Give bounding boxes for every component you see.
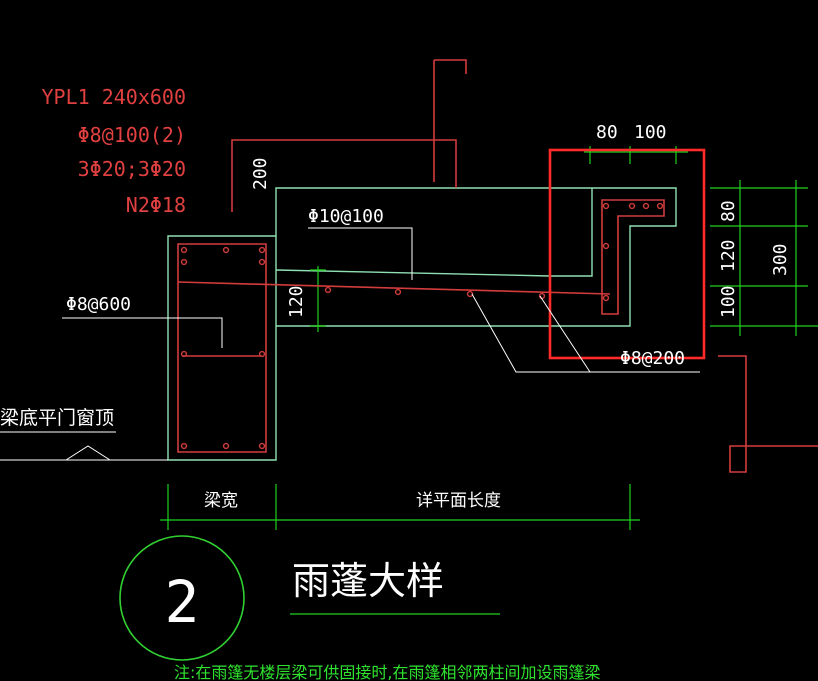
top-dim-line [584, 146, 688, 164]
edge-upstand-outline [550, 187, 677, 327]
beam-label-1: YPL1 240x600 [42, 85, 187, 109]
upturn-outline [275, 187, 592, 236]
leader-lines [0, 227, 700, 461]
rebar-group [177, 59, 818, 473]
leader-dist-1 [471, 293, 700, 373]
top-dim-100: 100 [634, 122, 667, 143]
rebar-dot [602, 202, 610, 210]
dimension-lines [160, 146, 818, 615]
labels: YPL1 240x600 Φ8@100(2) 3Φ20;3Φ20 N2Φ18 2… [0, 85, 791, 681]
leader-dist-2 [539, 295, 591, 373]
edge-bar [601, 199, 665, 315]
right-dim-300: 300 [770, 243, 791, 276]
right-dim-100: 100 [718, 285, 739, 318]
slab-top-rebar-label: Φ10@100 [308, 206, 384, 227]
rebar-dot [466, 290, 474, 298]
slab-dim-text: 120 [286, 285, 307, 318]
rebar-dots [180, 202, 664, 450]
footnote: 注:在雨篷无楼层梁可供固接时,在雨篷相邻两柱间加设雨篷梁 [174, 663, 600, 681]
beam-label-2: Φ8@100(2) [78, 123, 186, 147]
beam-label-4: N2Φ18 [126, 193, 186, 217]
rebar-dot [642, 202, 650, 210]
plan-length-label: 详平面长度 [416, 491, 501, 511]
rebar-dot [180, 246, 188, 254]
detail-number: 2 [165, 568, 200, 636]
rebar-dot [222, 246, 230, 254]
rebar-dot [180, 258, 188, 266]
rebar-dot [180, 442, 188, 450]
detail-title: 雨蓬大样 [292, 559, 444, 603]
rebar-dot [628, 202, 636, 210]
level-line [0, 431, 168, 461]
slab-dim-line [310, 266, 326, 332]
concrete-outline [167, 187, 677, 461]
right-dim-80: 80 [718, 200, 739, 222]
slab-dist-rebar-label: Φ8@200 [620, 348, 685, 369]
leader-slab-top [308, 227, 413, 280]
rebar-dot [258, 442, 266, 450]
rebar-dot [656, 202, 664, 210]
detail-circle [119, 535, 245, 661]
upturn-dim-text: 200 [250, 157, 271, 190]
rebar-dot [180, 350, 188, 358]
rebar-dot [394, 288, 402, 296]
slab-outline [275, 269, 551, 277]
beam-waist-rebar-label: Φ8@600 [66, 294, 131, 315]
top-hook-bar [433, 59, 467, 182]
right-dim-120: 120 [718, 239, 739, 272]
upturn-bar [231, 139, 457, 212]
leader-beam-waist [62, 317, 223, 348]
top-dim-80: 80 [596, 122, 618, 143]
rebar-dot [258, 258, 266, 266]
level-label: 梁底平门窗顶 [0, 407, 114, 429]
bottom-dim-line [160, 484, 640, 530]
edge-inner-outline [550, 188, 593, 277]
right-dim-line [710, 180, 818, 336]
rebar-dot [258, 246, 266, 254]
right-hook-bar [718, 355, 818, 473]
slab-top-bar [177, 281, 611, 295]
rebar-dot [258, 350, 266, 358]
rebar-dot [602, 242, 610, 250]
rebar-dot [602, 294, 610, 302]
highlight-box [548, 148, 706, 360]
beam-outline [167, 235, 277, 461]
beam-stirrup [177, 243, 267, 453]
beam-label-3: 3Φ20;3Φ20 [78, 157, 186, 181]
rebar-dot [324, 286, 332, 294]
beam-width-label: 梁宽 [204, 491, 238, 511]
rebar-dot [222, 442, 230, 450]
